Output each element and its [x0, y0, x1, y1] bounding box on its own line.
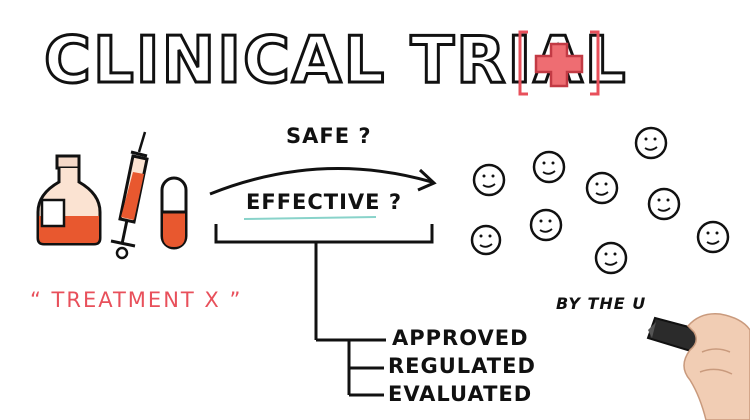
smiley-face-icon: [594, 241, 628, 275]
decision-tree: [214, 224, 434, 397]
process-arrow: [209, 167, 437, 196]
effective-underline: [243, 216, 377, 220]
smiley-face-icon: [634, 126, 668, 160]
outcome-regulated: REGULATED: [388, 354, 536, 378]
question-safe: SAFE ?: [286, 124, 372, 148]
smiley-face-icon: [470, 224, 502, 256]
smiley-face-icon: [532, 150, 566, 184]
smiley-face-icon: [696, 220, 730, 254]
outcome-evaluated: EVALUATED: [388, 382, 533, 406]
smiley-face-icon: [647, 187, 681, 221]
page-title: CLINICAL TRIAL: [43, 23, 628, 100]
plus-badge-icon: [518, 30, 600, 96]
question-effective: EFFECTIVE ?: [246, 190, 403, 214]
syringe-icon: [110, 131, 149, 260]
medicine-bottle-icon: [36, 154, 102, 246]
smiley-face-icon: [585, 171, 619, 205]
smiley-face-icon: [472, 163, 506, 197]
title-hatching: CLINICAL TRIAL: [44, 24, 628, 98]
smiley-face-icon: [529, 208, 563, 242]
by-the-label: BY THE U: [556, 294, 647, 313]
treatment-label: “ TREATMENT X ”: [30, 288, 243, 312]
participants-group: [470, 126, 730, 275]
outcome-approved: APPROVED: [392, 326, 529, 350]
hand-with-marker-icon: [646, 313, 750, 420]
capsule-icon: [160, 176, 188, 250]
